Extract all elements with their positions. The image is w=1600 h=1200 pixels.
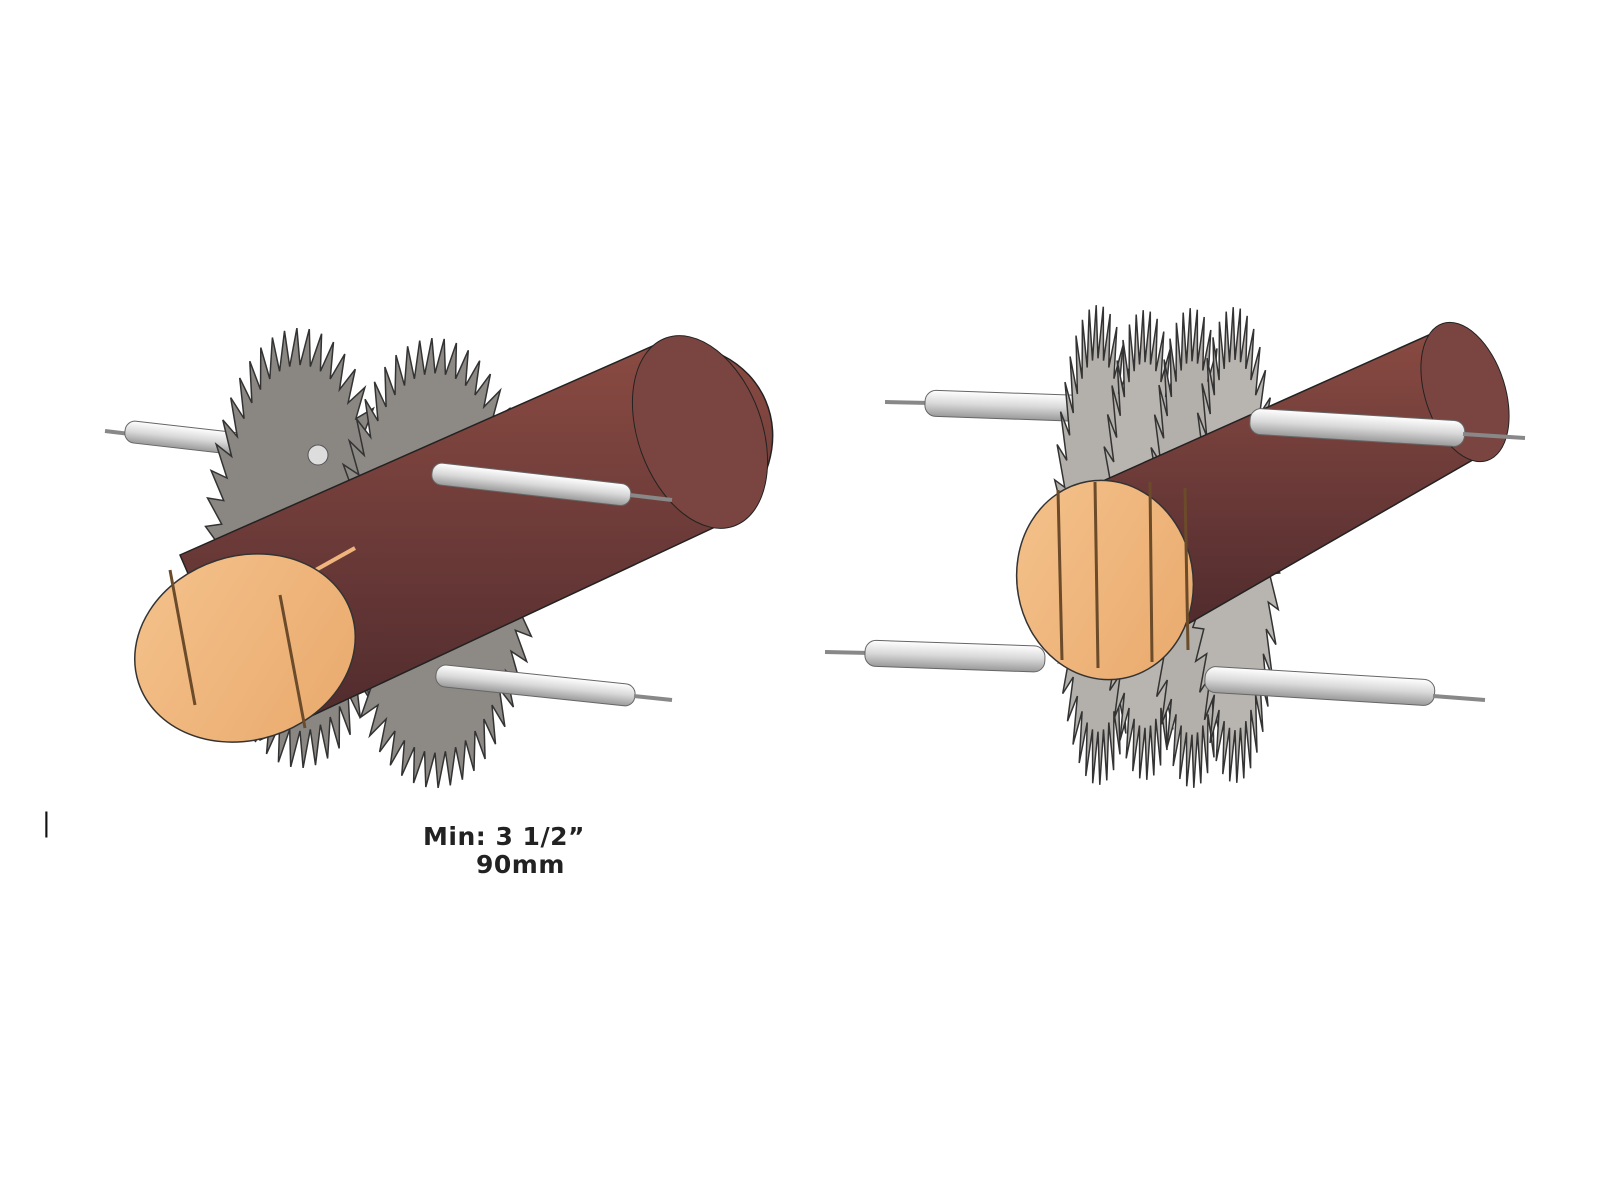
right-bottom-shaft-right <box>1204 666 1486 706</box>
cursor-mark: | <box>42 808 51 838</box>
top-shaft-front <box>307 444 673 507</box>
right-top-shaft-right <box>1249 408 1526 447</box>
min-size-label: Min: 3 1/2” <box>423 822 585 851</box>
log <box>134 335 774 743</box>
min-size-metric-label: 90mm <box>476 850 565 879</box>
right-log <box>1015 321 1510 681</box>
bottom-shaft <box>435 664 673 707</box>
single-cut-scene <box>104 327 774 789</box>
right-bottom-shaft-left <box>824 639 1046 673</box>
multi-cut-scene <box>824 305 1526 788</box>
